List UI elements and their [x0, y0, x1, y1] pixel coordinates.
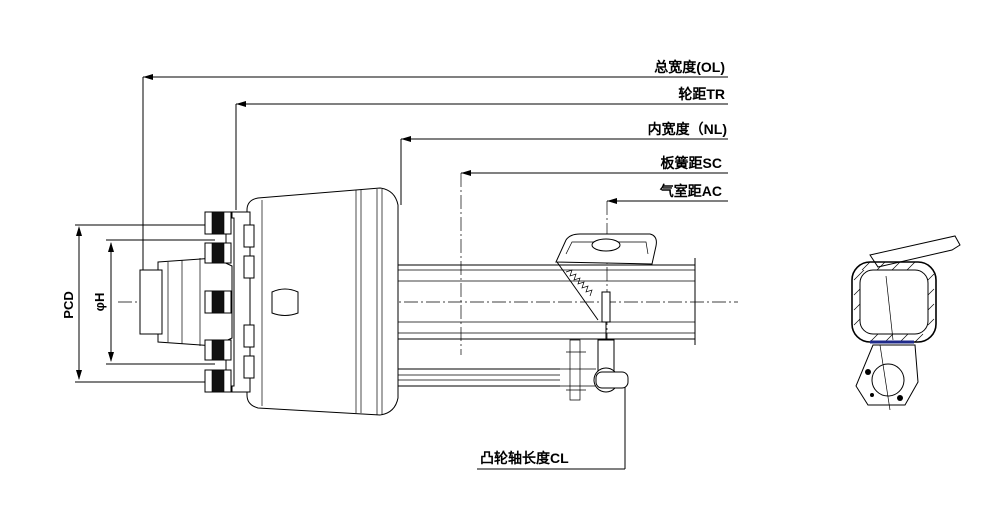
hub-diameter-label: φH: [92, 293, 107, 312]
wheel-nut-3: [204, 290, 232, 314]
slack-adjuster: [556, 261, 629, 401]
axle-section-view: [851, 235, 961, 411]
spring-seat-label: 板簧距SC: [661, 155, 722, 171]
track-label: 轮距TR: [678, 86, 725, 102]
axle-beam: [398, 258, 696, 387]
spring-seat-bracket: [555, 233, 657, 265]
vertical-dimensions: [75, 224, 215, 383]
hub: [139, 211, 255, 393]
wheel-nut-1: [204, 211, 232, 235]
dimension-lines: [142, 74, 728, 470]
wheel-nut-4: [204, 339, 232, 361]
camshaft-length-label: 凸轮轴长度CL: [480, 450, 569, 466]
wheel-nut-2: [204, 242, 232, 264]
pcd-label: PCD: [61, 291, 76, 318]
chamber-label: 气室距AC: [659, 183, 722, 199]
wheel-nuts: [204, 211, 232, 393]
overall-width-label: 总宽度(OL): [654, 59, 725, 75]
brake-drum: [246, 187, 399, 416]
wheel-nut-5: [204, 369, 232, 393]
inner-width-label: 内宽度（NL): [648, 121, 727, 137]
